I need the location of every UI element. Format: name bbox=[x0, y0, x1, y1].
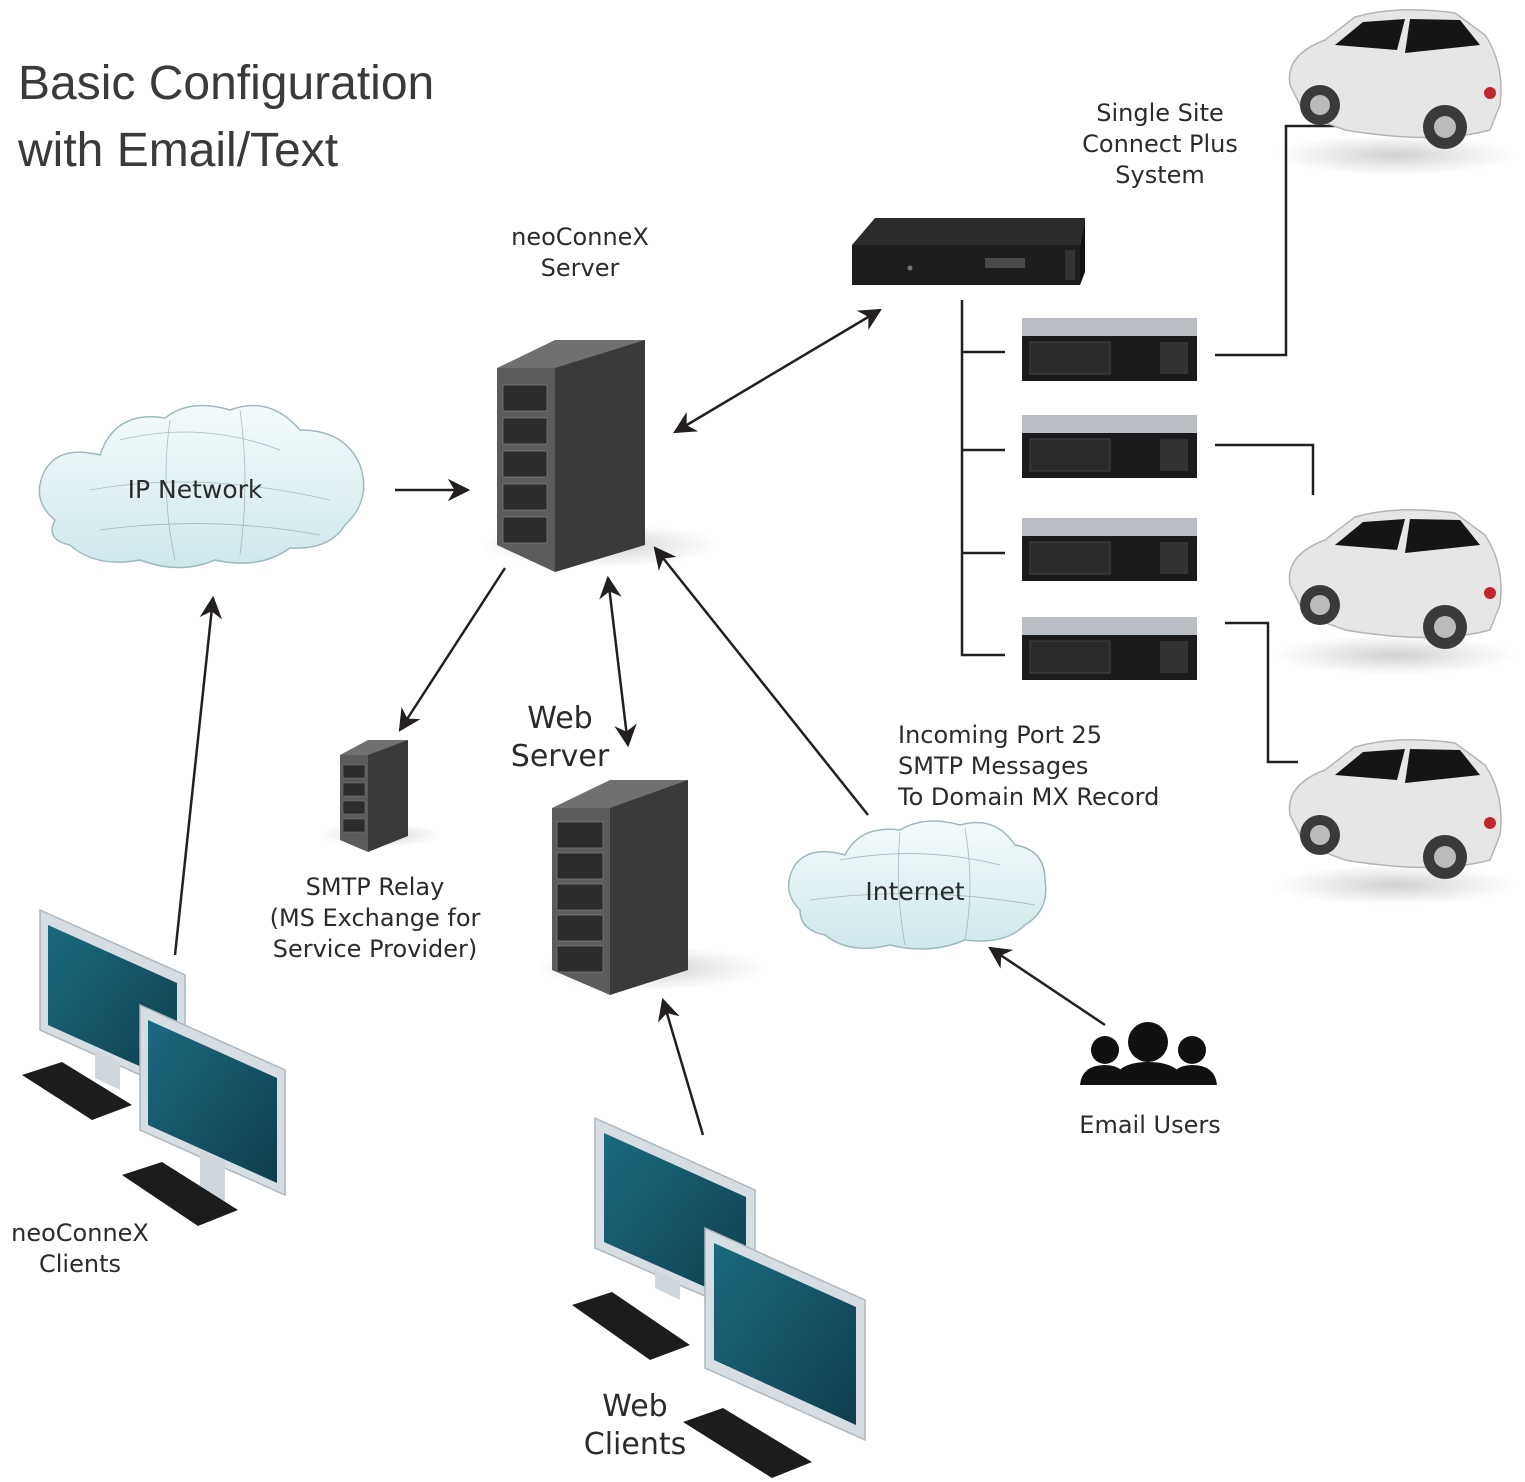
arrow-server-repeater bbox=[673, 308, 882, 434]
car-icon-1 bbox=[1275, 9, 1515, 175]
arrow-internet-to-server bbox=[653, 546, 869, 816]
repeater-bus bbox=[960, 124, 1362, 764]
repeater-2 bbox=[1022, 415, 1197, 478]
neoconnex-server-label: neoConneX Server bbox=[511, 223, 649, 283]
email-users-icon bbox=[1080, 1022, 1217, 1085]
web-server-label: Web Server bbox=[510, 701, 610, 775]
car-icon-3 bbox=[1275, 739, 1515, 905]
link-car-3 bbox=[1225, 621, 1298, 764]
neoconnex-clients-label: neoConneX Clients bbox=[11, 1219, 149, 1279]
repeater-1 bbox=[1022, 318, 1197, 381]
computer-2 bbox=[122, 1003, 286, 1226]
web-clients-label: Web Clients bbox=[583, 1389, 687, 1463]
repeater-3 bbox=[1022, 518, 1197, 581]
connectors bbox=[173, 308, 1106, 1136]
internet-cloud-icon bbox=[787, 820, 1047, 950]
computer-4 bbox=[683, 1226, 866, 1478]
incoming-port-label: Incoming Port 25 SMTP Messages To Domain… bbox=[898, 721, 1160, 812]
single-site-label: Single Site Connect Plus System bbox=[1082, 99, 1238, 190]
neoconnex-client-computers-icon bbox=[22, 908, 286, 1226]
smtp-relay-label: SMTP Relay (MS Exchange for Service Prov… bbox=[269, 873, 481, 964]
web-server-icon bbox=[535, 780, 765, 995]
arrow-server-to-smtp bbox=[398, 567, 507, 732]
arrow-clients-to-ip bbox=[173, 595, 223, 956]
system-controller-icon bbox=[852, 218, 1085, 285]
arrow-webclients-to-webserver bbox=[657, 997, 705, 1136]
smtp-relay-icon bbox=[320, 740, 440, 852]
neoconnex-server-icon bbox=[480, 340, 720, 572]
web-client-computers-icon bbox=[572, 1116, 866, 1478]
link-car-2 bbox=[1215, 443, 1315, 495]
car-icon-2 bbox=[1275, 509, 1515, 675]
arrow-server-webserver bbox=[599, 575, 637, 748]
arrow-email-to-internet bbox=[988, 946, 1106, 1027]
internet-label: Internet bbox=[865, 877, 965, 906]
ip-network-cloud-icon bbox=[38, 404, 365, 569]
repeater-4 bbox=[1022, 617, 1197, 680]
link-car-1 bbox=[1215, 124, 1362, 357]
repeater-icons bbox=[1022, 318, 1197, 680]
diagram-title: Basic Configuration with Email/Text bbox=[18, 57, 435, 178]
ip-network-label: IP Network bbox=[127, 475, 263, 504]
email-users-label: Email Users bbox=[1079, 1111, 1221, 1139]
